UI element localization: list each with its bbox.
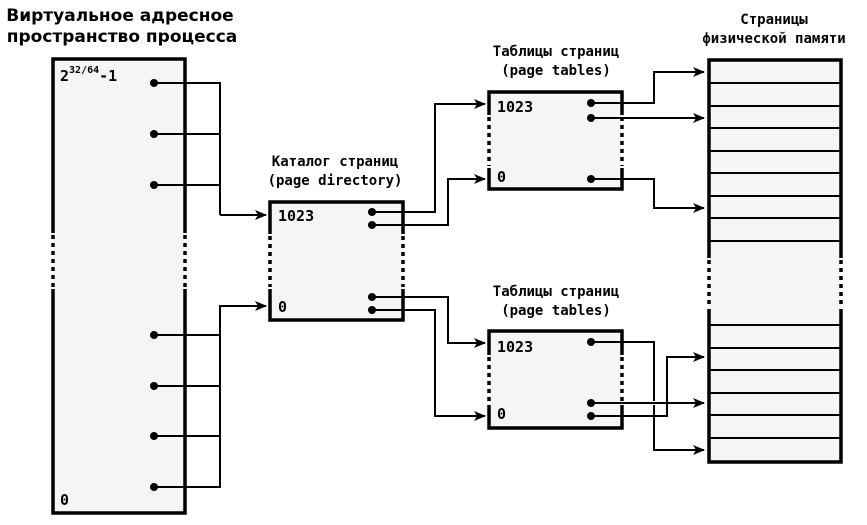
page-directory-bottom-index: 0 (278, 298, 287, 316)
page-table-bottom-top-index: 1023 (497, 338, 533, 356)
page-directory-pointers (368, 99, 486, 421)
virtual-space-title-1: Виртуальное адресное (6, 6, 233, 26)
page-tables-top-title-2: (page tables) (501, 63, 611, 79)
page-directory-title-2: (page directory) (268, 173, 403, 189)
virtual-space-title-2: пространство процесса (7, 27, 238, 47)
virtual-pointers-upper (150, 79, 267, 220)
virtual-pointers-lower (150, 301, 267, 491)
physical-memory-box (707, 58, 843, 464)
page-tables-top-title-1: Таблицы страниц (493, 44, 619, 60)
page-table-top-bottom-index: 0 (497, 168, 506, 186)
page-tables-bottom-title-1: Таблицы страниц (493, 284, 619, 300)
page-tables-bottom-title-2: (page tables) (501, 303, 611, 319)
virtual-address-space-box (51, 57, 187, 515)
physical-memory-title-2: физической памяти (702, 31, 845, 47)
page-directory-title-1: Каталог страниц (272, 154, 398, 170)
physical-memory-title-1: Страницы (740, 12, 808, 28)
page-directory-top-index: 1023 (278, 207, 314, 225)
page-table-top-box (487, 90, 624, 191)
virtual-top-label: 232/64-1 (60, 65, 117, 85)
page-table-bottom-bottom-index: 0 (497, 405, 506, 423)
page-table-bottom-pointers (587, 338, 705, 455)
page-table-top-top-index: 1023 (497, 98, 533, 116)
virtual-bottom-label: 0 (60, 491, 69, 509)
page-table-top-pointers (587, 67, 705, 213)
page-directory-box (268, 200, 405, 322)
